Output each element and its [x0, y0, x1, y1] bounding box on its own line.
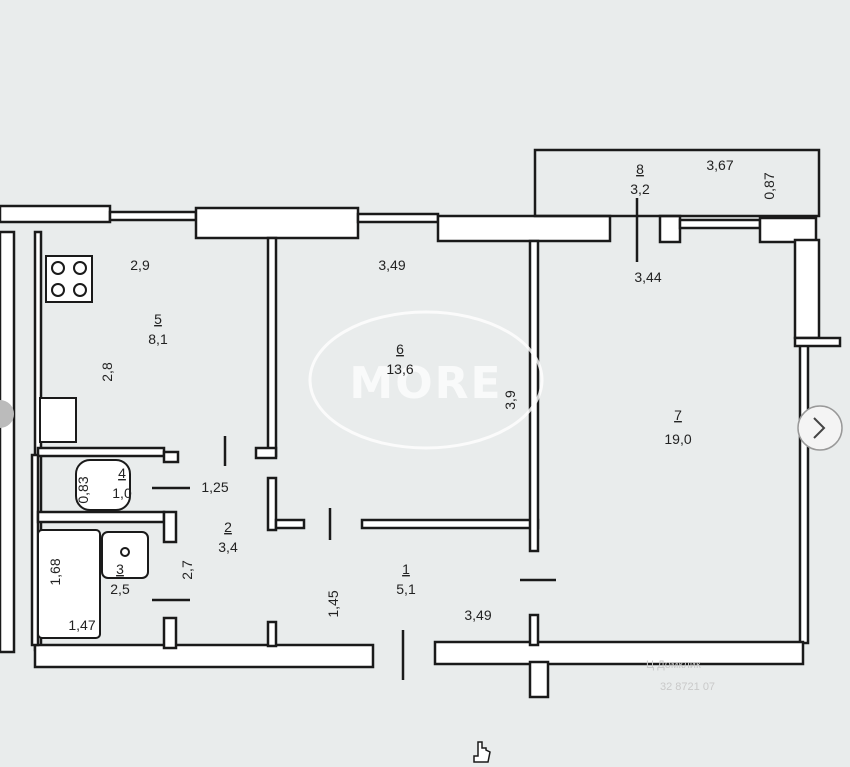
bathtub-icon	[37, 529, 101, 639]
dim-room7-width: 3,44	[634, 269, 661, 285]
dim-bath-width: 1,47	[68, 617, 95, 633]
room-number-2: 2	[224, 519, 232, 535]
room-area-4: 1,0	[112, 485, 132, 501]
corner-watermark-line1: Ц Домклик	[646, 659, 701, 671]
room-area-1: 5,1	[396, 581, 416, 597]
walls	[0, 148, 842, 699]
dim-hall-width: 3,49	[464, 607, 491, 623]
dim-kitchen-width: 2,9	[130, 257, 150, 273]
room-area-5: 8,1	[148, 331, 168, 347]
room-number-3: 3	[116, 561, 124, 577]
dim-corridor-depth: 2,7	[179, 560, 195, 580]
room-number-8: 8	[636, 161, 644, 177]
room-area-7: 19,0	[664, 431, 691, 447]
room-number-6: 6	[396, 341, 404, 357]
dim-toilet-width: 1,25	[201, 479, 228, 495]
prev-arrow-icon[interactable]	[0, 400, 14, 428]
room-area-3: 2,5	[110, 581, 130, 597]
room-area-8: 3,2	[630, 181, 650, 197]
next-arrow-icon[interactable]	[797, 405, 843, 451]
dim-hall-depth: 1,45	[325, 590, 341, 617]
room-number-1: 1	[402, 561, 410, 577]
washbasin-icon	[101, 531, 149, 579]
watermark-text: MORE	[349, 358, 502, 409]
stove-icon	[45, 255, 93, 303]
toilet-icon	[75, 459, 131, 511]
dim-toilet-depth: 0,83	[75, 476, 91, 503]
room-area-2: 3,4	[218, 539, 238, 555]
dim-balcony-width: 3,67	[706, 157, 733, 173]
dim-bath-length: 1,68	[47, 558, 63, 585]
dim-kitchen-depth: 2,8	[99, 362, 115, 382]
hand-cursor-icon	[473, 741, 491, 763]
corner-watermark-line2: 32 8721 07	[660, 681, 715, 693]
dim-balcony-depth: 0,87	[761, 172, 777, 199]
room-number-5: 5	[154, 311, 162, 327]
door-marks	[152, 198, 639, 680]
room-number-7: 7	[674, 407, 682, 423]
room-number-4: 4	[118, 465, 126, 481]
dim-room6-depth: 3,9	[502, 390, 518, 410]
more-watermark-logo: MORE	[308, 310, 544, 450]
sink-icon	[39, 397, 77, 443]
dim-room6-width: 3,49	[378, 257, 405, 273]
room-area-6: 13,6	[386, 361, 413, 377]
